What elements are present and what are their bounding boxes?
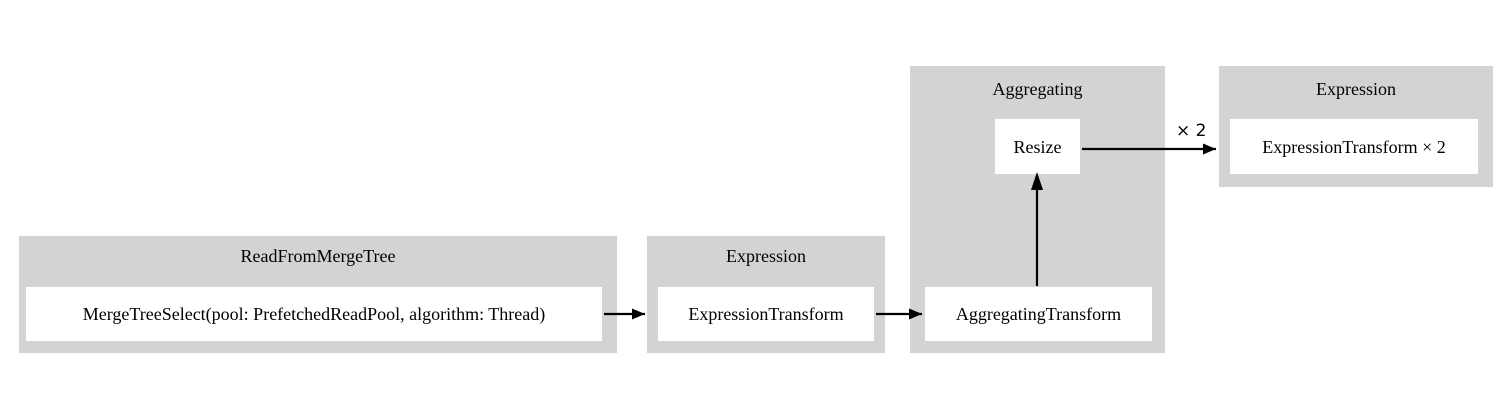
edge-label-resize-to-expression-transform-2: × 2 [1176, 121, 1207, 141]
node-resize[interactable]: Resize [995, 119, 1080, 174]
cluster-label-expression-1: Expression [726, 246, 806, 266]
node-merge-tree-select[interactable]: MergeTreeSelect(pool: PrefetchedReadPool… [26, 287, 602, 341]
node-aggregating-transform[interactable]: AggregatingTransform [925, 287, 1152, 341]
cluster-label-aggregating: Aggregating [992, 79, 1083, 99]
node-expression-transform-1[interactable]: ExpressionTransform [658, 287, 874, 341]
cluster-label-expression-2: Expression [1316, 79, 1396, 99]
node-expression-transform-2[interactable]: ExpressionTransform × 2 [1230, 119, 1478, 174]
cluster-label-read-from-merge-tree: ReadFromMergeTree [240, 246, 396, 266]
